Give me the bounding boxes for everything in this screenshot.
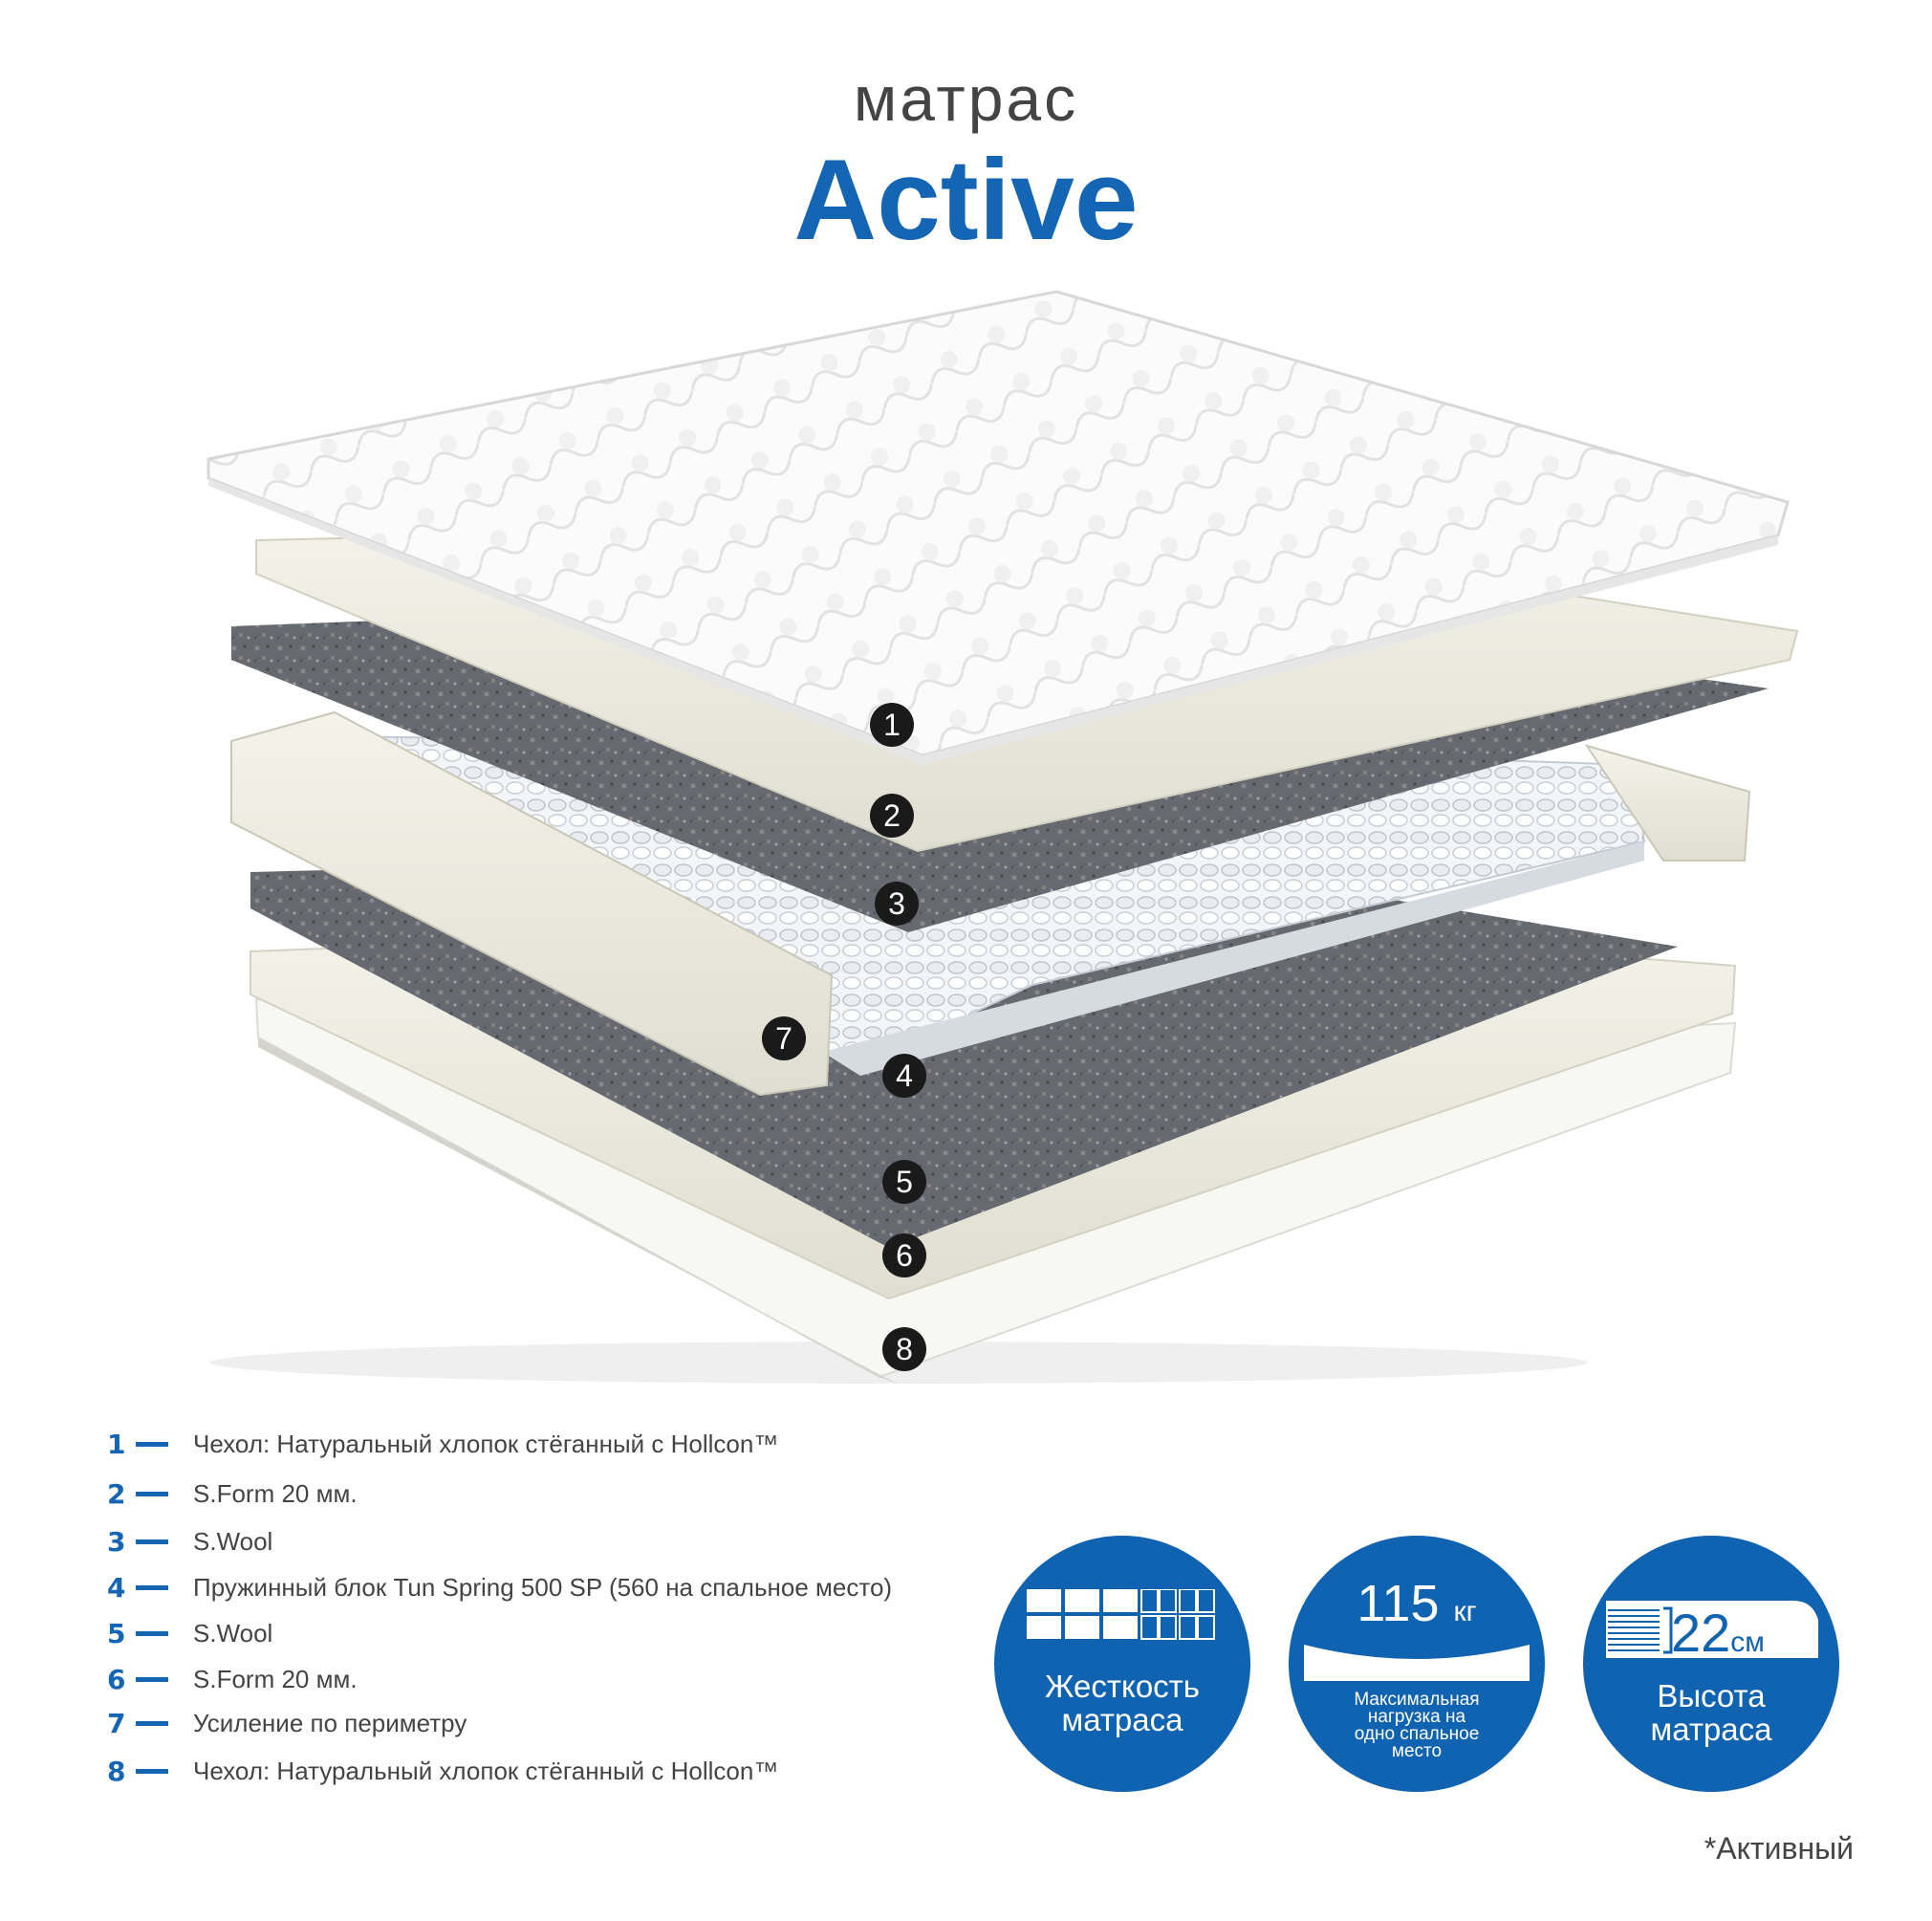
load-caption-1: Максимальная bbox=[1354, 1690, 1480, 1710]
firmness-cell-empty bbox=[1179, 1615, 1197, 1640]
layer-1-top-cover bbox=[206, 290, 1790, 765]
legend-text: Пружинный блок Tun Spring 500 SP (560 на… bbox=[193, 1572, 893, 1602]
product-title: Active bbox=[793, 136, 1139, 264]
load-caption-4: место bbox=[1391, 1741, 1443, 1761]
layer-marker-7: 7 bbox=[762, 1016, 806, 1060]
height-number: 22 bbox=[1671, 1603, 1731, 1663]
height-badge: 22см Высота матраса bbox=[1583, 1536, 1839, 1792]
layer-marker-8: 8 bbox=[882, 1327, 926, 1371]
firmness-cell-empty bbox=[1159, 1589, 1177, 1613]
legend-item-4: 4 Пружинный блок Tun Spring 500 SP (560 … bbox=[107, 1568, 892, 1606]
load-unit: кг bbox=[1453, 1596, 1477, 1627]
height-unit: см bbox=[1730, 1626, 1765, 1658]
legend-item-5: 5 S.Wool bbox=[107, 1614, 272, 1652]
layer-marker-1: 1 bbox=[870, 703, 914, 747]
footnote: *Активный bbox=[1704, 1831, 1854, 1866]
legend-item-6: 6 S.Form 20 мм. bbox=[107, 1660, 358, 1698]
firmness-cell-empty bbox=[1140, 1589, 1159, 1613]
legend-item-8: 8 Чехол: Натуральный хлопок стёганный с … bbox=[107, 1752, 778, 1790]
firmness-caption-line1: Жесткость bbox=[1044, 1669, 1200, 1704]
legend-text: Усиление по периметру bbox=[193, 1708, 467, 1737]
load-caption-3: одно спальное bbox=[1354, 1724, 1480, 1744]
legend-number: 6 bbox=[107, 1663, 126, 1695]
firmness-cell-filled bbox=[1103, 1616, 1138, 1639]
legend-dash bbox=[136, 1539, 168, 1544]
legend-dash bbox=[136, 1720, 168, 1726]
product-subtitle: матрас bbox=[853, 63, 1079, 134]
firmness-cell-filled bbox=[1027, 1589, 1061, 1612]
legend-item-1: 1 Чехол: Натуральный хлопок стёганный с … bbox=[107, 1425, 778, 1463]
legend-text: S.Wool bbox=[193, 1618, 273, 1648]
firmness-grid-icon bbox=[1027, 1589, 1215, 1640]
firmness-caption-line2: матраса bbox=[1061, 1702, 1183, 1737]
legend-dash bbox=[136, 1491, 168, 1496]
load-curve-icon bbox=[1304, 1645, 1530, 1681]
height-stack-icon bbox=[1606, 1601, 1818, 1658]
firmness-cell-empty bbox=[1179, 1589, 1197, 1613]
legend-dash bbox=[136, 1768, 168, 1774]
legend-text: Чехол: Натуральный хлопок стёганный с Ho… bbox=[193, 1756, 779, 1785]
legend-number: 4 bbox=[107, 1571, 126, 1604]
load-caption-2: нагрузка на bbox=[1367, 1707, 1466, 1727]
legend-number: 5 bbox=[107, 1617, 126, 1649]
legend-dash bbox=[136, 1584, 168, 1590]
legend-dash bbox=[136, 1441, 168, 1447]
height-caption-line1: Высота bbox=[1657, 1678, 1766, 1714]
legend-dash bbox=[136, 1676, 168, 1682]
firmness-cell-filled bbox=[1065, 1616, 1099, 1639]
layer-marker-4: 4 bbox=[882, 1054, 926, 1098]
title-block: матрас Active bbox=[0, 67, 1932, 260]
firmness-cell-filled bbox=[1027, 1616, 1061, 1639]
legend-text: Чехол: Натуральный хлопок стёганный с Ho… bbox=[193, 1429, 779, 1458]
legend-number: 2 bbox=[107, 1477, 126, 1510]
legend-text: S.Form 20 мм. bbox=[193, 1664, 358, 1693]
max-load-badge: 115 кг Максимальная нагрузка на одно спа… bbox=[1289, 1536, 1545, 1792]
height-caption-line2: матраса bbox=[1650, 1712, 1772, 1747]
legend-dash bbox=[136, 1630, 168, 1636]
layer-marker-2: 2 bbox=[870, 794, 914, 838]
height-value: 22см bbox=[1671, 1606, 1765, 1670]
legend-number: 7 bbox=[107, 1707, 126, 1739]
legend-item-3: 3 S.Wool bbox=[107, 1522, 272, 1561]
load-number: 115 bbox=[1357, 1575, 1440, 1632]
load-value: 115 кг bbox=[1289, 1578, 1545, 1638]
layer-7-perimeter-reinforcement bbox=[230, 710, 1751, 1097]
legend-text: S.Form 20 мм. bbox=[193, 1478, 358, 1508]
firmness-cell-empty bbox=[1197, 1589, 1215, 1613]
legend-text: S.Wool bbox=[193, 1526, 273, 1556]
firmness-cell-filled bbox=[1065, 1589, 1099, 1612]
firmness-cell-empty bbox=[1159, 1615, 1177, 1640]
legend-number: 8 bbox=[107, 1755, 126, 1787]
legend-item-7: 7 Усиление по периметру bbox=[107, 1704, 467, 1742]
firmness-cell-empty bbox=[1197, 1615, 1215, 1640]
firmness-cell-empty bbox=[1140, 1615, 1159, 1640]
layer-marker-3: 3 bbox=[875, 882, 919, 926]
layer-marker-6: 6 bbox=[882, 1233, 926, 1277]
firmness-badge: Жесткость матраса bbox=[994, 1536, 1250, 1792]
legend-number: 1 bbox=[107, 1428, 126, 1460]
firmness-cell-filled bbox=[1103, 1589, 1138, 1612]
layer-marker-5: 5 bbox=[882, 1160, 926, 1204]
legend-number: 3 bbox=[107, 1525, 126, 1558]
legend-item-2: 2 S.Form 20 мм. bbox=[107, 1474, 358, 1513]
